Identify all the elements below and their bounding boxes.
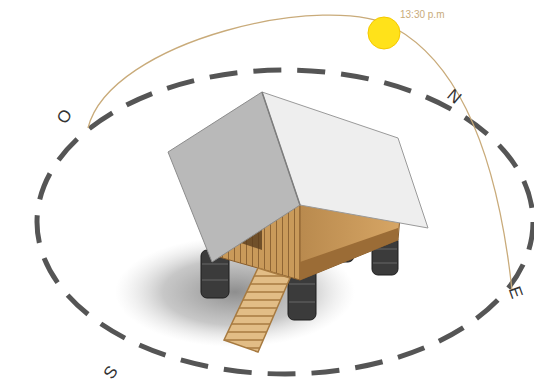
sun-path [88, 15, 512, 290]
ladder [224, 268, 290, 352]
time-label: 13:30 p.m [400, 10, 444, 20]
compass-letter: N [444, 86, 464, 107]
sun [368, 17, 400, 49]
compass-ring [37, 70, 533, 374]
compass-letter: S [100, 363, 120, 382]
compass-letter: O [54, 107, 75, 127]
roof [168, 92, 428, 262]
